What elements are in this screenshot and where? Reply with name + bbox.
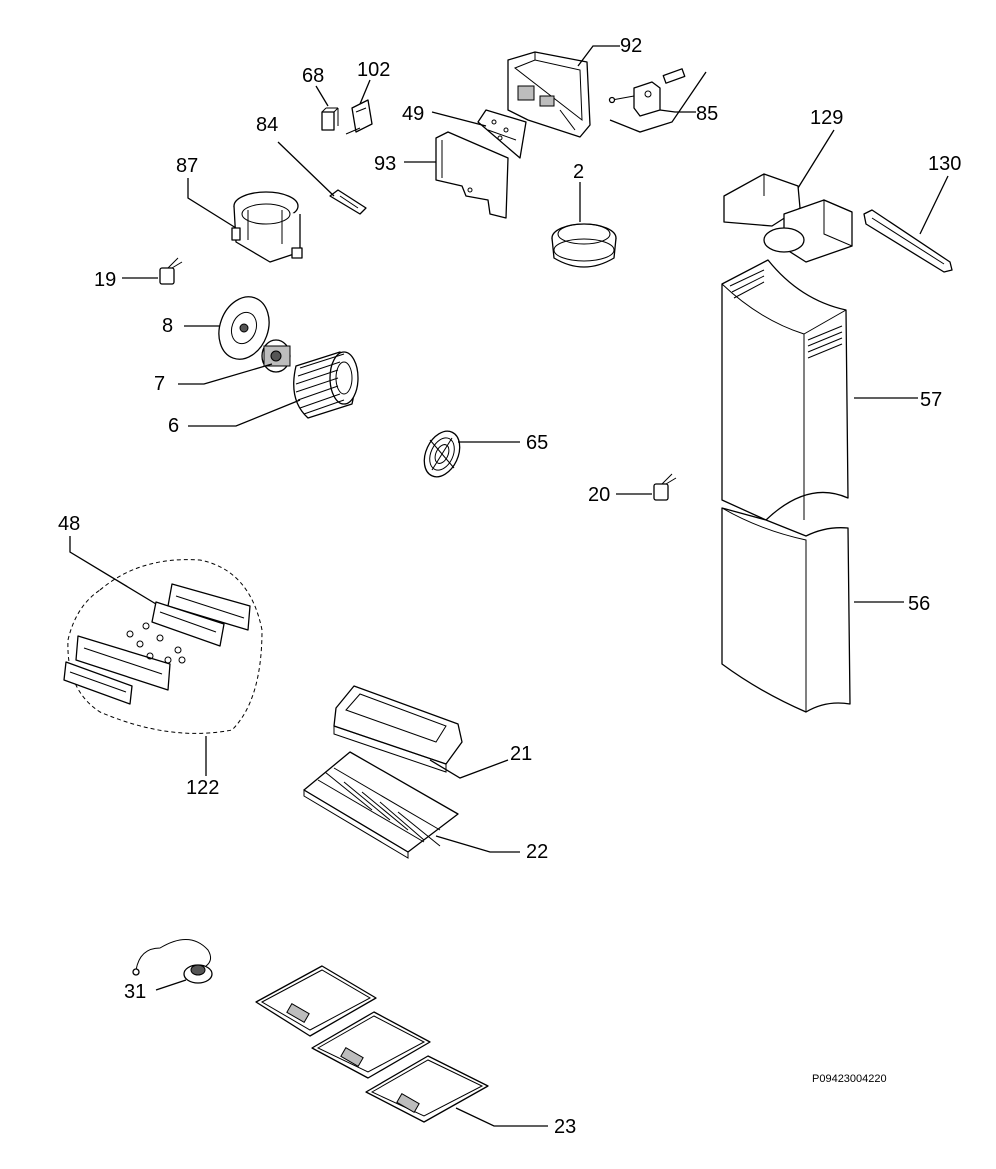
part-23-charcoal-filters (255, 965, 548, 1127)
callout-48: 48 (58, 513, 80, 535)
part-102-clip (345, 79, 373, 135)
part-19-capacitor (122, 257, 183, 285)
part-20-capacitor (616, 473, 677, 501)
callout-122: 122 (186, 777, 219, 799)
callout-93: 93 (374, 153, 396, 175)
part-122-control-panel-group (63, 536, 263, 776)
callout-2: 2 (573, 161, 584, 183)
callout-84: 84 (256, 114, 278, 136)
part-2-ring (551, 182, 617, 268)
callout-65: 65 (526, 432, 548, 454)
callout-6: 6 (168, 415, 179, 437)
part-8-motor-plate (184, 296, 270, 360)
part-85-bracket (608, 68, 707, 133)
callout-56: 56 (908, 593, 930, 615)
callout-19: 19 (94, 269, 116, 291)
callout-102: 102 (357, 59, 390, 81)
part-22-grease-filter (303, 751, 520, 859)
callout-57: 57 (920, 389, 942, 411)
callout-22: 22 (526, 841, 548, 863)
part-130-bracket-rail (863, 175, 953, 273)
callout-21: 21 (510, 743, 532, 765)
callout-23: 23 (554, 1116, 576, 1138)
callout-7: 7 (154, 373, 165, 395)
callout-87: 87 (176, 155, 198, 177)
part-6-impeller (188, 351, 359, 427)
part-7-motor (178, 339, 291, 385)
callout-92: 92 (620, 35, 642, 57)
part-49-circuit-board (431, 109, 527, 159)
callout-labels: 92 68 102 84 49 85 129 87 93 2 130 19 8 … (58, 35, 961, 1138)
drawing-code: P09423004220 (812, 1073, 887, 1085)
part-129-duct-connector (723, 129, 853, 263)
callout-85: 85 (696, 103, 718, 125)
part-92-control-box (507, 45, 620, 138)
part-57-upper-chimney (721, 259, 918, 521)
part-56-lower-chimney (721, 507, 904, 713)
part-87-fan-housing (187, 178, 303, 263)
callout-129: 129 (810, 107, 843, 129)
part-84-clip (277, 141, 367, 215)
part-93-plate (404, 131, 509, 219)
part-65-grille (423, 430, 520, 478)
callout-8: 8 (162, 315, 173, 337)
callout-20: 20 (588, 484, 610, 506)
callout-68: 68 (302, 65, 324, 87)
callout-130: 130 (928, 153, 961, 175)
part-68 (315, 85, 339, 131)
part-31-lamp (132, 939, 213, 991)
callout-49: 49 (402, 103, 424, 125)
part-21-filter-frame (333, 685, 509, 779)
callout-31: 31 (124, 981, 146, 1003)
